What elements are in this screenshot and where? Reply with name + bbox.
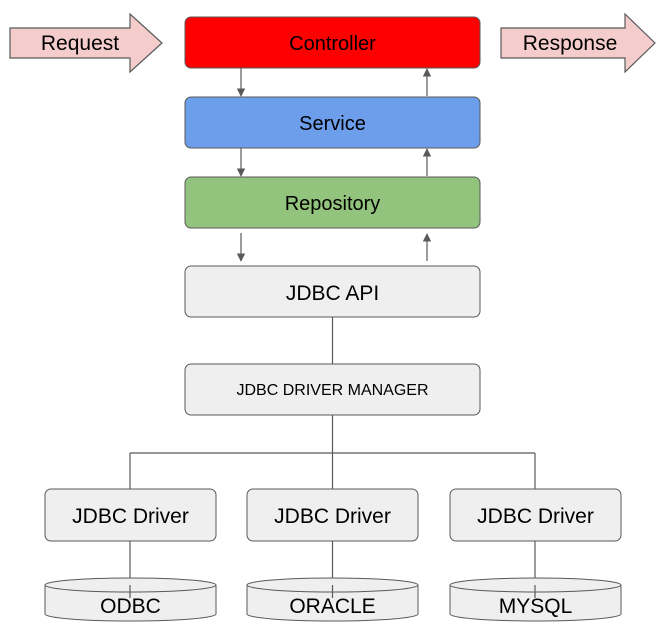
response-label: Response [523, 32, 618, 55]
driver-label: JDBC Driver [274, 505, 391, 528]
driver-manager-label: JDBC DRIVER MANAGER [236, 382, 428, 399]
jdbc-api-box: JDBC API [184, 265, 481, 318]
connectors [129, 317, 536, 598]
request-arrow: Request [9, 12, 163, 74]
response-arrow: Response [500, 12, 656, 74]
driver-box-3: JDBC Driver [449, 488, 622, 542]
driver-manager-box: JDBC DRIVER MANAGER [184, 363, 481, 416]
repository-box: Repository [184, 176, 481, 229]
repository-label: Repository [285, 193, 381, 215]
database-oracle: ORACLE [246, 577, 419, 622]
request-label: Request [41, 32, 119, 55]
controller-box: Controller [184, 16, 481, 69]
service-label: Service [299, 113, 366, 135]
driver-box-2: JDBC Driver [246, 488, 419, 542]
jdbc-api-label: JDBC API [286, 282, 379, 305]
driver-label: JDBC Driver [72, 505, 189, 528]
database-label: MYSQL [499, 595, 573, 618]
driver-box-1: JDBC Driver [44, 488, 217, 542]
database-label: ORACLE [289, 595, 375, 618]
driver-label: JDBC Driver [477, 505, 594, 528]
flow-arrows [236, 68, 432, 262]
database-mysql: MYSQL [449, 577, 622, 622]
service-box: Service [184, 96, 481, 149]
database-odbc: ODBC [44, 577, 217, 622]
database-label: ODBC [100, 595, 161, 618]
controller-label: Controller [289, 33, 376, 55]
